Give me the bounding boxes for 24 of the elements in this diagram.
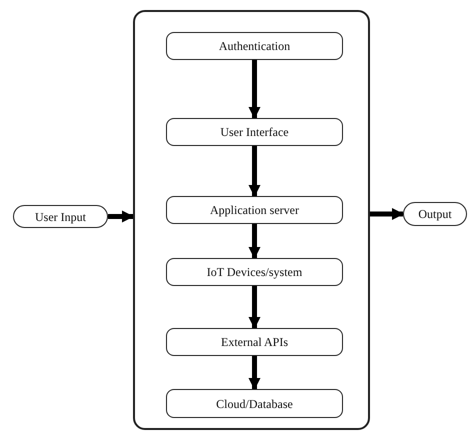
- process-box: [166, 196, 343, 224]
- process-box: [166, 328, 343, 356]
- node-label: Output: [418, 208, 452, 220]
- terminal-pill: [13, 205, 108, 228]
- process-box: [166, 258, 343, 286]
- process-box: [166, 118, 343, 146]
- arrow: [248, 224, 260, 259]
- terminal-pill: [403, 202, 467, 226]
- node-label: User Input: [35, 210, 86, 222]
- process-box: [166, 32, 343, 60]
- node-label: Application server: [210, 204, 299, 216]
- arrow: [248, 60, 260, 119]
- arrow: [248, 286, 260, 329]
- node-label: External APIs: [221, 336, 288, 348]
- node-label: Cloud/Database: [216, 398, 293, 410]
- arrow: [248, 356, 260, 390]
- node-label: IoT Devices/system: [206, 266, 302, 278]
- process-box: [166, 389, 343, 418]
- arrow: [108, 210, 134, 222]
- node-label: User Interface: [220, 126, 289, 138]
- system-container: [133, 10, 370, 430]
- arrow: [248, 146, 260, 197]
- node-label: Authentication: [218, 40, 290, 52]
- arrow: [370, 208, 404, 220]
